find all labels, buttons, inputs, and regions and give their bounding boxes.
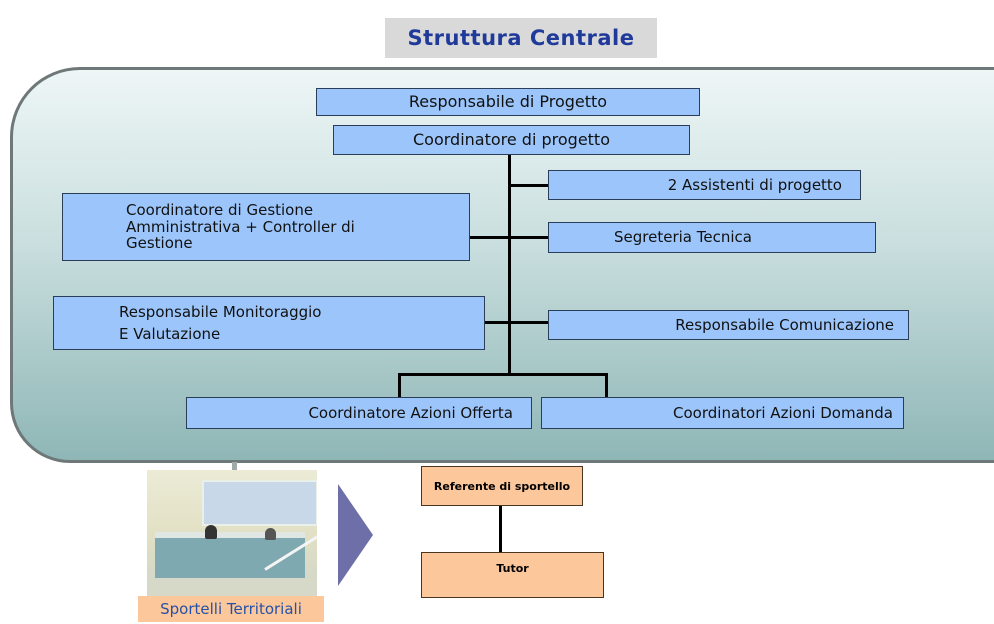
- bottom-horizontal-bar: [398, 373, 608, 376]
- drop-right-domanda: [605, 373, 608, 397]
- monitoraggio-line-1: Responsabile Monitoraggio: [119, 303, 322, 321]
- node-responsabile-progetto: Responsabile di Progetto: [316, 88, 700, 116]
- photo-person: [265, 528, 276, 540]
- node-coordinatore-gestione: Coordinatore di Gestione Amministrativa …: [62, 193, 470, 261]
- coordinatore-gestione-line-2: Amministrativa + Controller di: [126, 217, 355, 236]
- branch-right-assistenti: [508, 184, 549, 187]
- node-tutor: Tutor: [421, 552, 604, 598]
- node-referente-sportello: Referente di sportello: [421, 466, 583, 506]
- coordinatore-gestione-line-3: Gestione: [126, 234, 193, 253]
- node-coordinatore-progetto: Coordinatore di progetto: [333, 125, 690, 155]
- branch-left-gestione: [469, 236, 510, 239]
- node-azioni-domanda: Coordinatori Azioni Domanda: [541, 397, 904, 429]
- panel-connector-stub: [232, 462, 237, 472]
- page-title: Struttura Centrale: [385, 18, 657, 58]
- sportelli-territoriali-label: Sportelli Territoriali: [138, 596, 324, 622]
- drop-left-offerta: [398, 373, 401, 397]
- main-vertical-line: [508, 155, 511, 375]
- photo-person: [205, 525, 217, 539]
- branch-left-monitoraggio: [484, 321, 510, 324]
- photo-window: [202, 480, 317, 526]
- referente-tutor-line: [499, 506, 502, 552]
- node-assistenti: 2 Assistenti di progetto: [548, 170, 861, 200]
- monitoraggio-line-2: E Valutazione: [119, 324, 221, 343]
- branch-right-segreteria: [508, 236, 549, 239]
- right-arrow-icon: [338, 484, 373, 586]
- node-segreteria: Segreteria Tecnica: [548, 222, 876, 253]
- photo-counter: [155, 532, 305, 578]
- node-monitoraggio: Responsabile Monitoraggio E Valutazione: [53, 296, 485, 350]
- branch-right-comunicazione: [508, 321, 549, 324]
- office-counter-image: [147, 470, 317, 597]
- node-azioni-offerta: Coordinatore Azioni Offerta: [186, 397, 532, 429]
- coordinatore-gestione-line-1: Coordinatore di Gestione: [126, 201, 314, 220]
- node-comunicazione: Responsabile Comunicazione: [548, 310, 909, 340]
